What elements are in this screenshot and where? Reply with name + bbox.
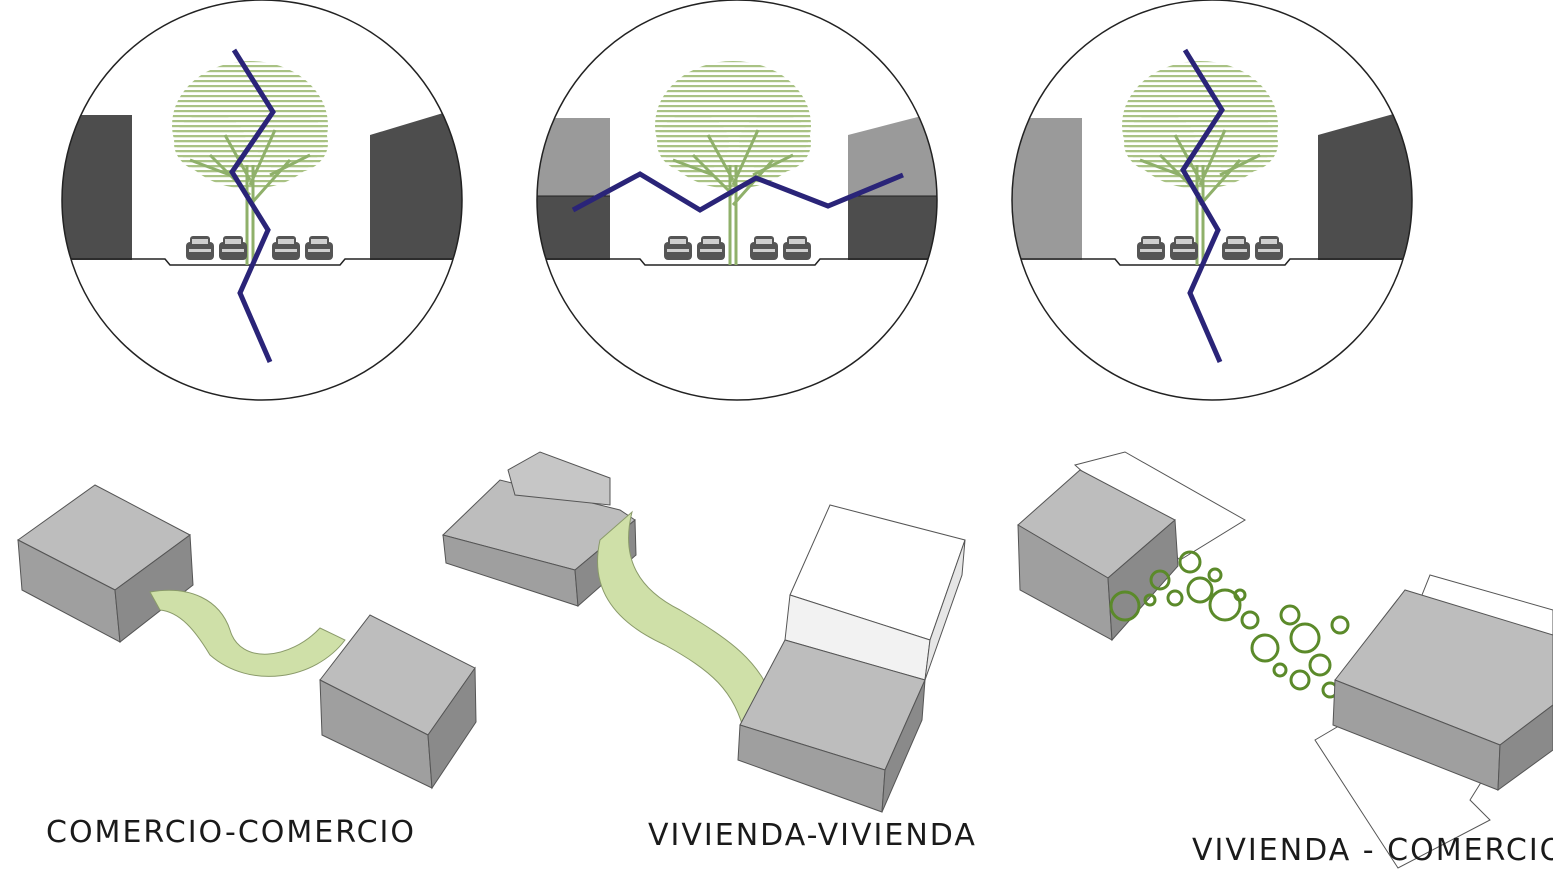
- building-left: [62, 115, 132, 260]
- iso-model-comercio: [17, 484, 477, 790]
- pedestrian-path-line: [571, 171, 904, 213]
- pedestrian-path-line: [229, 48, 276, 363]
- section-circle-vivienda: [536, 0, 938, 401]
- tree-icon: [653, 59, 813, 267]
- caption-vivienda-comercio: VIVIENDA - COMERCIO: [1192, 833, 1553, 868]
- iso-model-vivienda: [442, 451, 966, 813]
- building-right: [370, 105, 462, 260]
- tree-icon: [170, 59, 330, 267]
- caption-comercio-comercio: COMERCIO-COMERCIO: [46, 815, 416, 850]
- building-right-bottom: [848, 196, 937, 260]
- section-circle-comercio: [61, 0, 463, 401]
- pedestrian-path-line: [1180, 48, 1225, 363]
- green-walkway: [597, 510, 776, 736]
- building-left: [1012, 118, 1082, 260]
- building-left-bottom: [537, 196, 610, 260]
- section-circle-mixed: [1011, 0, 1413, 401]
- building-right-top: [848, 110, 937, 196]
- building-right: [1318, 108, 1412, 260]
- iso-model-mixed: [1017, 451, 1553, 869]
- caption-vivienda-vivienda: VIVIENDA-VIVIENDA: [648, 818, 977, 853]
- tree-icon: [1120, 59, 1280, 267]
- green-walkway: [149, 589, 346, 677]
